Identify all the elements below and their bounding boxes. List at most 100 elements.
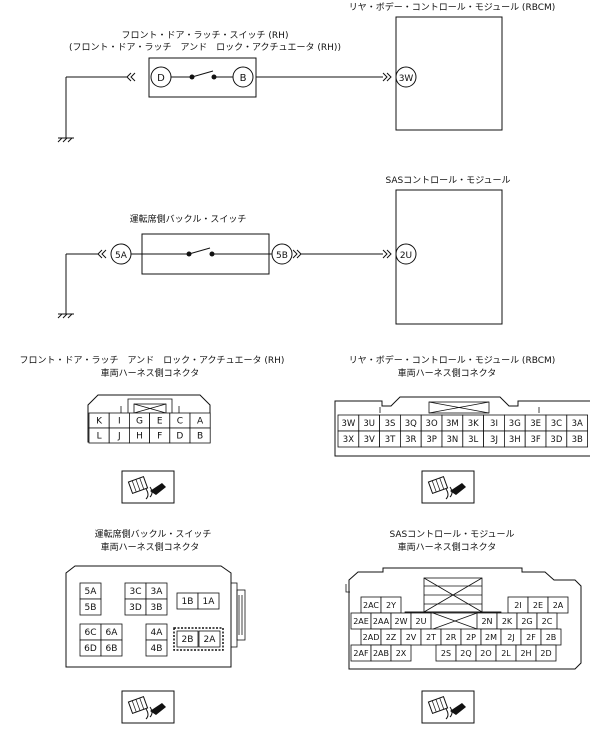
pin-4A: 4A — [151, 628, 164, 638]
pin-group-frame — [173, 627, 224, 651]
pin-2E: 2E — [533, 601, 543, 610]
pin-2AF: 2AF — [353, 649, 369, 658]
pin-3F: 3F — [530, 435, 540, 445]
pin-1A: 1A — [203, 597, 216, 607]
pin-5B: 5B — [85, 603, 97, 613]
pin-3P: 3P — [426, 435, 437, 445]
pin-3H: 3H — [509, 435, 521, 445]
connector-3-subtitle: 車両ハーネス側コネクタ — [101, 541, 200, 553]
pin-1A-cell — [197, 592, 220, 610]
pin-2AE: 2AE — [353, 617, 369, 626]
pin-2Q: 2Q — [460, 649, 471, 658]
pin-2G: 2G — [521, 617, 532, 626]
pin-3B-cell — [145, 598, 168, 616]
pin-B-cell — [189, 427, 211, 444]
ground-symbol — [57, 137, 74, 143]
pin-D: D — [176, 432, 183, 442]
pin-3W: 3W — [399, 74, 414, 84]
pin-3C: 3C — [551, 419, 562, 429]
pin-2U: 2U — [400, 251, 412, 261]
switch-contact — [142, 247, 269, 257]
connector-mark-left — [126, 72, 136, 82]
pin-2B: 2B — [182, 635, 194, 645]
pin-2A-cell — [547, 596, 569, 614]
pin-3U: 3U — [363, 419, 375, 429]
pin-3E: 3E — [530, 419, 541, 429]
pin-2Z: 2Z — [386, 633, 397, 642]
pin-I: I — [118, 417, 121, 427]
pin-2R: 2R — [446, 633, 457, 642]
pin-2B: 2B — [546, 633, 557, 642]
blank-cavity-mark — [432, 612, 478, 630]
pin-2U: 2U — [416, 617, 427, 626]
connector-door-latch: フロント・ドア・ラッチ アンド ロック・アクチュエータ (RH) 車両ハーネス側… — [20, 355, 285, 504]
pin-1B: 1B — [182, 597, 194, 607]
switch-2-title: 運転席側バックル・スイッチ — [130, 213, 247, 225]
pin-2M: 2M — [485, 633, 497, 642]
pin-3J: 3J — [490, 435, 498, 445]
pin-3D: 3D — [550, 435, 562, 445]
pin-2O: 2O — [480, 649, 491, 658]
pin-2D: 2D — [540, 649, 551, 658]
pin-2Y: 2Y — [386, 601, 396, 610]
pin-5A: 5A — [85, 587, 98, 597]
pin-2D-cell — [535, 644, 557, 662]
pin-2H: 2H — [520, 649, 531, 658]
pin-2V: 2V — [406, 633, 417, 642]
pin-3W: 3W — [341, 419, 355, 429]
module-1-title: リヤ・ボデー・コントロール・モジュール (RBCM) — [349, 1, 556, 13]
connector-4-subtitle: 車両ハーネス側コネクタ — [398, 541, 497, 553]
pin-2S: 2S — [441, 649, 451, 658]
connector-4-title: SASコントロール・モジュール — [389, 530, 514, 540]
pin-3R: 3R — [405, 435, 416, 445]
connector-1-subtitle: 車両ハーネス側コネクタ — [101, 367, 200, 379]
pin-2J: 2J — [507, 633, 514, 642]
hand-view-icon — [421, 470, 475, 504]
pin-3A: 3A — [151, 587, 164, 597]
pin-3G: 3G — [509, 419, 521, 429]
pin-6B: 6B — [106, 644, 118, 654]
pin-2N: 2N — [481, 617, 492, 626]
pin-G: G — [136, 417, 143, 427]
pin-2A: 2A — [553, 601, 564, 610]
pin-2I: 2I — [514, 601, 521, 610]
pin-2AB: 2AB — [373, 649, 389, 658]
connector-3-title: 運転席側バックル・スイッチ — [95, 528, 212, 540]
pin-2B-cell — [176, 630, 199, 648]
pin-3V: 3V — [364, 435, 375, 445]
pin-2T: 2T — [426, 633, 436, 642]
pin-2X: 2X — [396, 649, 407, 658]
pin-3I: 3I — [490, 419, 498, 429]
pin-3K: 3K — [468, 419, 479, 429]
pin-2A-cell — [198, 630, 221, 648]
module-2-title: SASコントロール・モジュール — [385, 176, 510, 186]
pin-2K: 2K — [502, 617, 513, 626]
pin-3X: 3X — [343, 435, 354, 445]
pin-6D: 6D — [84, 644, 97, 654]
pin-D: D — [157, 73, 165, 84]
pin-3C: 3C — [129, 587, 141, 597]
pin-5B-cell — [79, 598, 102, 616]
pin-3O: 3O — [426, 419, 438, 429]
pin-6C: 6C — [84, 628, 96, 638]
module-1-box — [395, 16, 503, 131]
hand-view-icon — [121, 690, 175, 724]
pin-2W: 2W — [395, 617, 408, 626]
pin-H: H — [136, 432, 143, 442]
circuit-buckle-switch: 運転席側バックル・スイッチ SASコントロール・モジュール 5A 5B — [57, 176, 511, 325]
connector-2-subtitle: 車両ハーネス側コネクタ — [398, 367, 497, 379]
connector-2-title: リヤ・ボデー・コントロール・モジュール (RBCM) — [349, 354, 556, 366]
pin-2AC: 2AC — [363, 601, 379, 610]
connector-1-title: フロント・ドア・ラッチ アンド ロック・アクチュエータ (RH) — [20, 355, 285, 366]
pin-3B: 3B — [572, 435, 583, 445]
ground-symbol — [57, 313, 74, 319]
pin-6A: 6A — [106, 628, 119, 638]
pin-3T: 3T — [385, 435, 396, 445]
pin-3N: 3N — [447, 435, 459, 445]
pin-2C: 2C — [542, 617, 553, 626]
pin-2A: 2A — [204, 635, 217, 645]
pin-2F: 2F — [526, 633, 536, 642]
pin-4B: 4B — [151, 644, 163, 654]
